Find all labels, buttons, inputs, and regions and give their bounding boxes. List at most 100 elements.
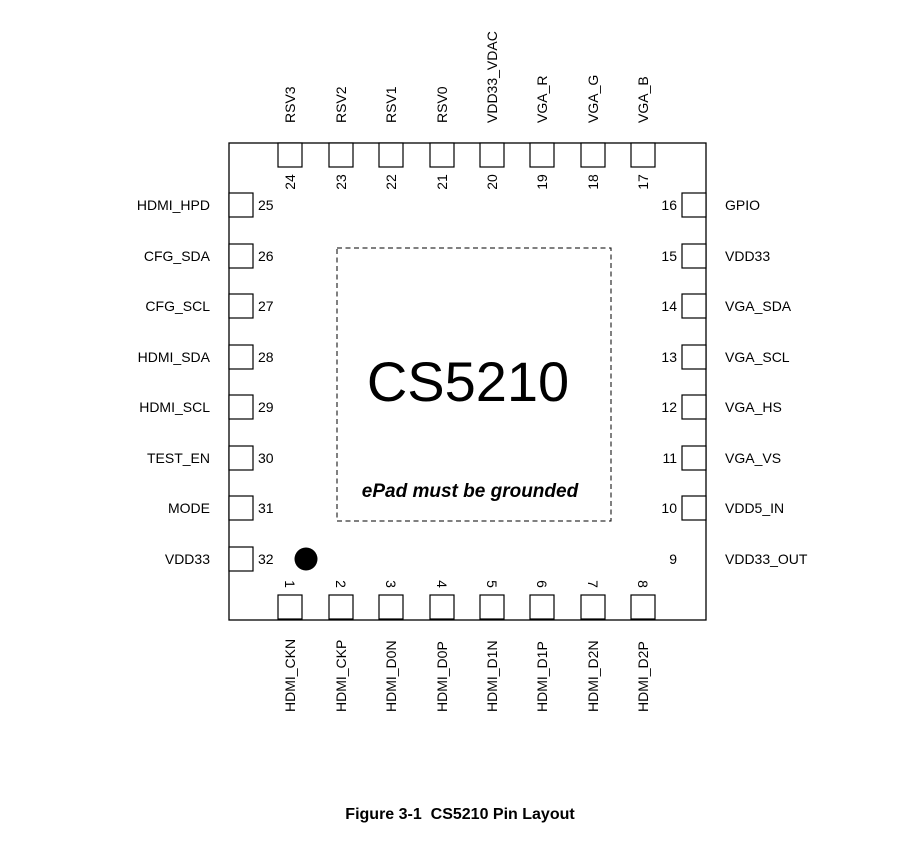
pin1-marker-dot: [294, 547, 318, 571]
figure-number: Figure 3-1: [345, 806, 422, 823]
pin-number: 22: [383, 174, 399, 190]
pin-24: 24 RSV3: [277, 86, 303, 190]
pin-number: 14: [661, 298, 677, 314]
pin-name-label: RSV3: [282, 86, 298, 123]
epad-outline: [336, 247, 612, 522]
pin-number: 32: [258, 551, 274, 567]
pin-pad: [378, 594, 404, 620]
pin-pad: [228, 495, 254, 521]
pin-number: 8: [635, 580, 651, 588]
pin-pad: [277, 594, 303, 620]
pin-number: 21: [434, 174, 450, 190]
pin-number: 26: [258, 248, 274, 264]
pin-pad: [580, 594, 606, 620]
pin-pad: [681, 394, 707, 420]
epad-note: ePad must be grounded: [362, 481, 579, 502]
pin-name-label: HDMI_D0P: [434, 641, 450, 712]
pin-pad: [630, 142, 656, 168]
pin-name-label: HDMI_D1P: [534, 641, 550, 712]
pin-pad: [328, 594, 354, 620]
pin-number: 12: [661, 399, 677, 415]
pin-name-label: GPIO: [725, 197, 760, 213]
pin-number: 18: [585, 174, 601, 190]
pin-pad: [228, 344, 254, 370]
pin-number: 30: [258, 450, 274, 466]
pin-22: 22 RSV1: [378, 86, 404, 190]
pin-name-label: RSV1: [383, 86, 399, 123]
pin-30: 30 TEST_EN: [147, 445, 274, 471]
pin-name-label: HDMI_D2P: [635, 641, 651, 712]
pin-pad: [378, 142, 404, 168]
pin-pad: [228, 445, 254, 471]
pin-name-label: HDMI_D2N: [585, 640, 601, 712]
pin-name-label: RSV0: [434, 86, 450, 123]
pin-pad: [681, 293, 707, 319]
pin-pad: [681, 495, 707, 521]
pin-name-label: CFG_SDA: [144, 248, 211, 264]
pin-name-label: HDMI_CKP: [333, 640, 349, 712]
pin-pad: [429, 594, 455, 620]
pin-pad: [228, 293, 254, 319]
pin-name-label: VGA_VS: [725, 450, 781, 466]
pin-pad: [529, 594, 555, 620]
figure-caption: Figure 3-1 CS5210 Pin Layout: [0, 806, 920, 824]
pin-number: 19: [534, 174, 550, 190]
pin-number: 4: [434, 580, 450, 588]
pin-name-label: VGA_HS: [725, 399, 782, 415]
pin-name-label: VDD33: [165, 551, 210, 567]
pin-18: 18 VGA_G: [580, 75, 606, 190]
pin-number: 23: [333, 174, 349, 190]
pin-number: 3: [383, 580, 399, 588]
pin-32: 32 VDD33: [165, 546, 274, 572]
pin-pad: [681, 243, 707, 269]
pin-pad: [228, 546, 254, 572]
pin-number: 17: [635, 174, 651, 190]
pin-27: 27 CFG_SCL: [145, 293, 274, 319]
pin-9: 9 VDD33_OUT: [669, 551, 808, 567]
pin-number: 20: [484, 174, 500, 190]
pin-21: 21 RSV0: [429, 86, 455, 190]
pin-name-label: VDD33_OUT: [725, 551, 808, 567]
pin-number: 27: [258, 298, 274, 314]
pin-number: 6: [534, 580, 550, 588]
pin-number: 29: [258, 399, 274, 415]
pin-name-label: MODE: [168, 500, 210, 516]
pin-pad: [328, 142, 354, 168]
pin-number: 31: [258, 500, 274, 516]
pin-12: 12 VGA_HS: [661, 394, 782, 420]
pin-name-label: CFG_SCL: [145, 298, 210, 314]
pin-number: 5: [484, 580, 500, 588]
pin-name-label: HDMI_SCL: [139, 399, 210, 415]
pin-pad: [228, 243, 254, 269]
pin-number: 13: [661, 349, 677, 365]
pin-26: 26 CFG_SDA: [144, 243, 274, 269]
pin-pad: [277, 142, 303, 168]
pin-name-label: HDMI_SDA: [138, 349, 211, 365]
pin-name-label: VDD33: [725, 248, 770, 264]
pin-name-label: TEST_EN: [147, 450, 210, 466]
pin-number: 15: [661, 248, 677, 264]
pin-pad: [479, 142, 505, 168]
pin-pad: [580, 142, 606, 168]
pin-name-label: VGA_G: [585, 75, 601, 123]
pin-name-label: HDMI_D1N: [484, 640, 500, 712]
pin-number: 9: [669, 551, 677, 567]
chip-name: CS5210: [367, 350, 569, 413]
pin-pad: [228, 192, 254, 218]
pin-number: 24: [282, 174, 298, 190]
pin-15: 15 VDD33: [661, 243, 770, 269]
pin-layout-diagram: CS5210 ePad must be grounded 1HDMI_CKN2H…: [137, 31, 808, 712]
